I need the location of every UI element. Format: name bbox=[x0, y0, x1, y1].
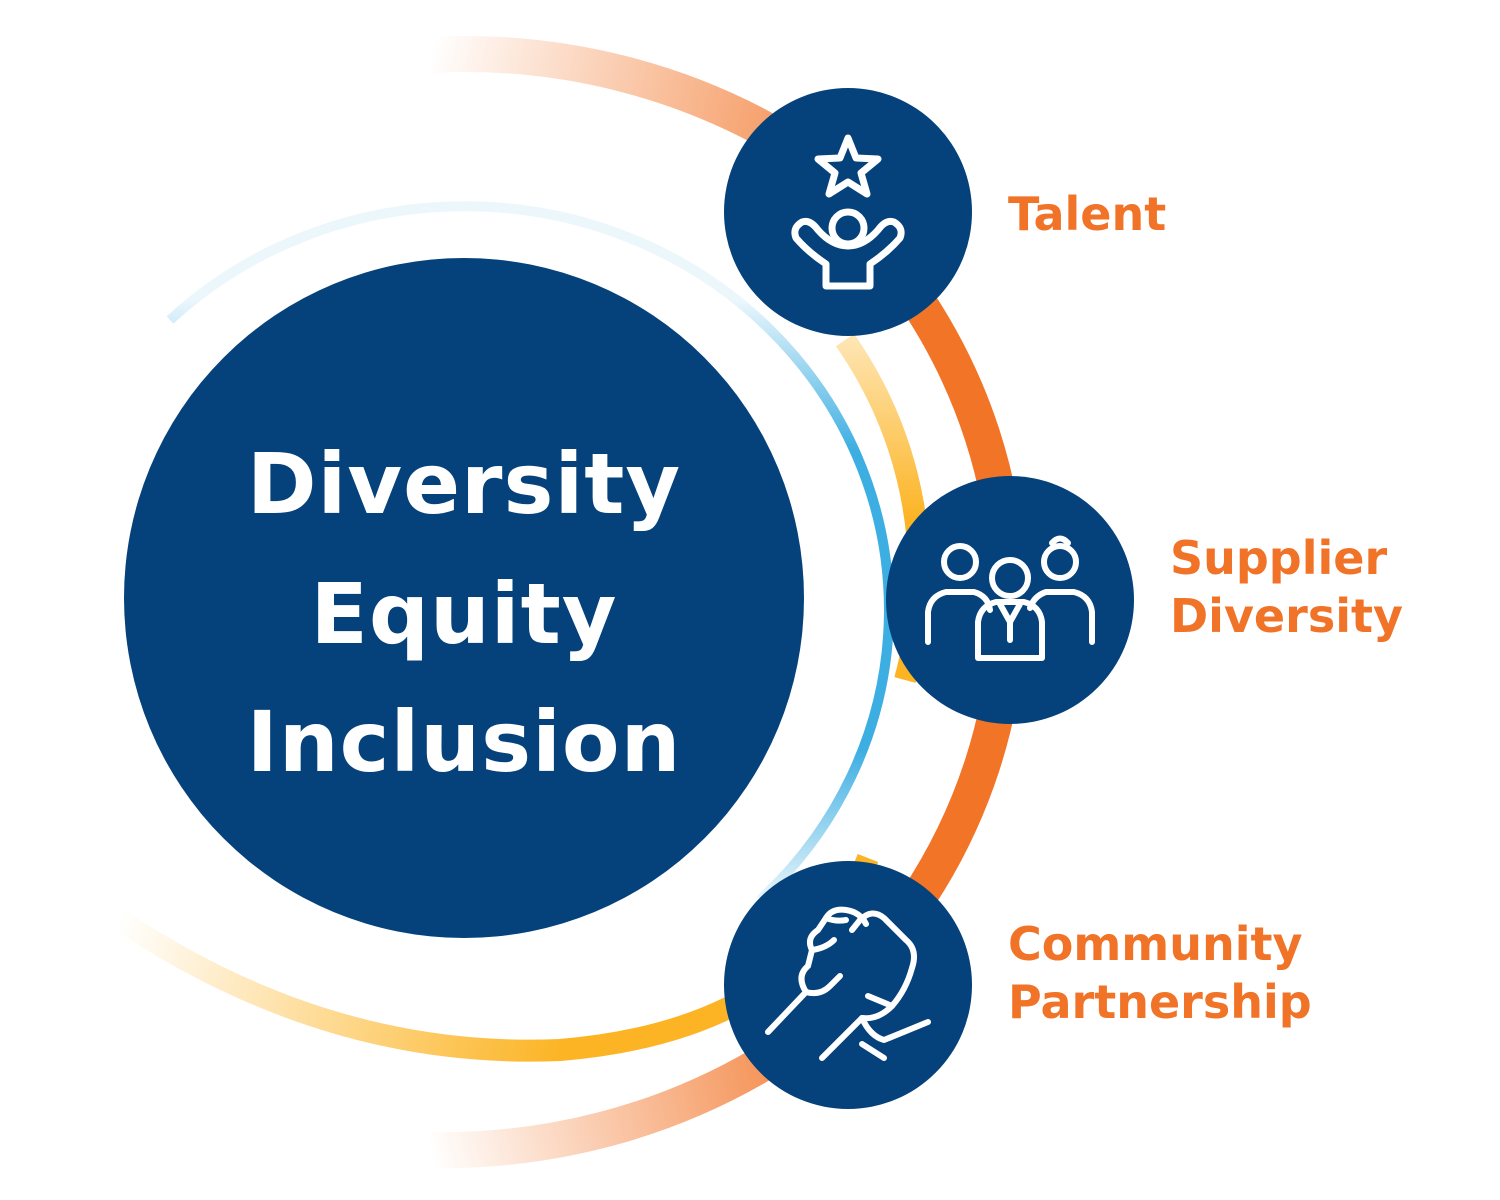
outer-arc-bottom-fade bbox=[429, 1049, 770, 1169]
pillar-talent-label-line-1: Talent bbox=[1008, 187, 1167, 241]
core-title-line-3: Inclusion bbox=[246, 693, 682, 791]
inner-arc bbox=[166, 201, 894, 904]
pillar-supplier-node bbox=[886, 476, 1134, 724]
pillar-community-node bbox=[724, 861, 972, 1109]
pillar-talent-node bbox=[724, 88, 972, 336]
core-circle bbox=[124, 258, 804, 938]
pillar-supplier-label: Supplier Diversity bbox=[1170, 530, 1403, 645]
pillar-community-label-line-2: Partnership bbox=[1008, 974, 1312, 1029]
outer-arc-top-fade bbox=[429, 36, 810, 166]
core-title-line-1: Diversity bbox=[246, 435, 682, 533]
pillar-supplier-label-line-1: Supplier bbox=[1170, 531, 1388, 585]
people-group-icon bbox=[925, 535, 1095, 661]
pillar-supplier-label-line-2: Diversity bbox=[1170, 588, 1403, 643]
pillar-community-label: Community Partnership bbox=[1008, 916, 1312, 1031]
pillar-talent-label: Talent bbox=[1008, 186, 1166, 244]
core-title-line-2: Equity bbox=[310, 565, 618, 663]
pillar-community-label-line-1: Community bbox=[1008, 917, 1303, 971]
star-person-icon bbox=[791, 134, 905, 290]
handshake-icon bbox=[765, 906, 931, 1061]
